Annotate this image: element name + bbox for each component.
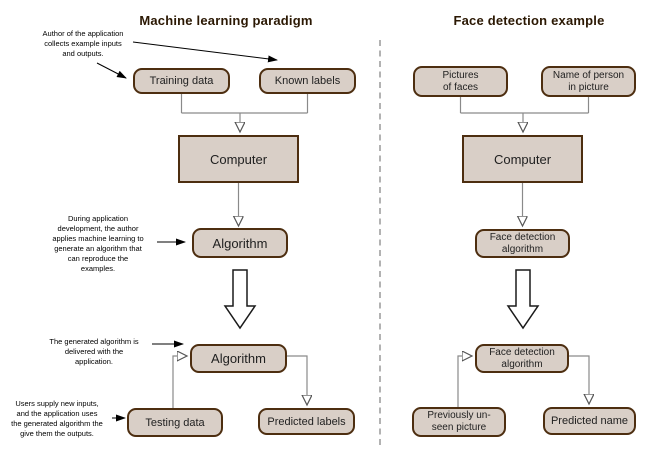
node-testing-data: Testing data: [127, 408, 223, 437]
node-algorithm-deploy: Algorithm: [190, 344, 287, 373]
arrow-unseen-to-fd-algorithm: [457, 356, 471, 407]
block-arrow-down-right: [506, 269, 540, 330]
node-algorithm-dev: Algorithm: [192, 228, 288, 258]
node-pictures-of-faces: Pictures of faces: [413, 66, 508, 97]
arrow-testing-to-algorithm: [172, 356, 186, 408]
node-name-of-person: Name of person in picture: [541, 66, 636, 97]
left-panel-title: Machine learning paradigm: [139, 13, 313, 28]
node-computer-left: Computer: [178, 135, 299, 183]
left-connectors: [172, 94, 308, 408]
node-known-labels: Known labels: [259, 68, 356, 94]
node-previously-unseen: Previously un- seen picture: [412, 407, 506, 437]
node-predicted-name: Predicted name: [543, 407, 636, 435]
right-panel-title: Face detection example: [453, 13, 605, 28]
annotation-arrows: [96, 41, 278, 422]
arrow-annotation-to-known-labels: [132, 41, 278, 63]
node-training-data: Training data: [133, 68, 230, 94]
block-arrow-down-left: [223, 269, 257, 330]
annotation-during-development: During application development, the auth…: [52, 214, 144, 273]
arrow-fd-algorithm-to-predicted-name: [569, 355, 589, 403]
arrow-algorithm-to-predicted-labels: [287, 355, 307, 404]
annotation-users-supply: Users supply new inputs, and the applica…: [11, 399, 103, 438]
block-arrows: [223, 269, 540, 330]
node-predicted-labels: Predicted labels: [258, 408, 355, 435]
right-connectors: [457, 97, 589, 407]
arrow-annotation-to-training-data: [96, 62, 127, 79]
annotation-delivered: The generated algorithm is delivered wit…: [49, 337, 139, 366]
annotation-collect-examples: Author of the application collects examp…: [42, 29, 124, 58]
node-computer-right: Computer: [462, 135, 583, 183]
node-fd-algorithm-deploy: Face detection algorithm: [475, 344, 569, 373]
node-fd-algorithm-dev: Face detection algorithm: [475, 229, 570, 258]
